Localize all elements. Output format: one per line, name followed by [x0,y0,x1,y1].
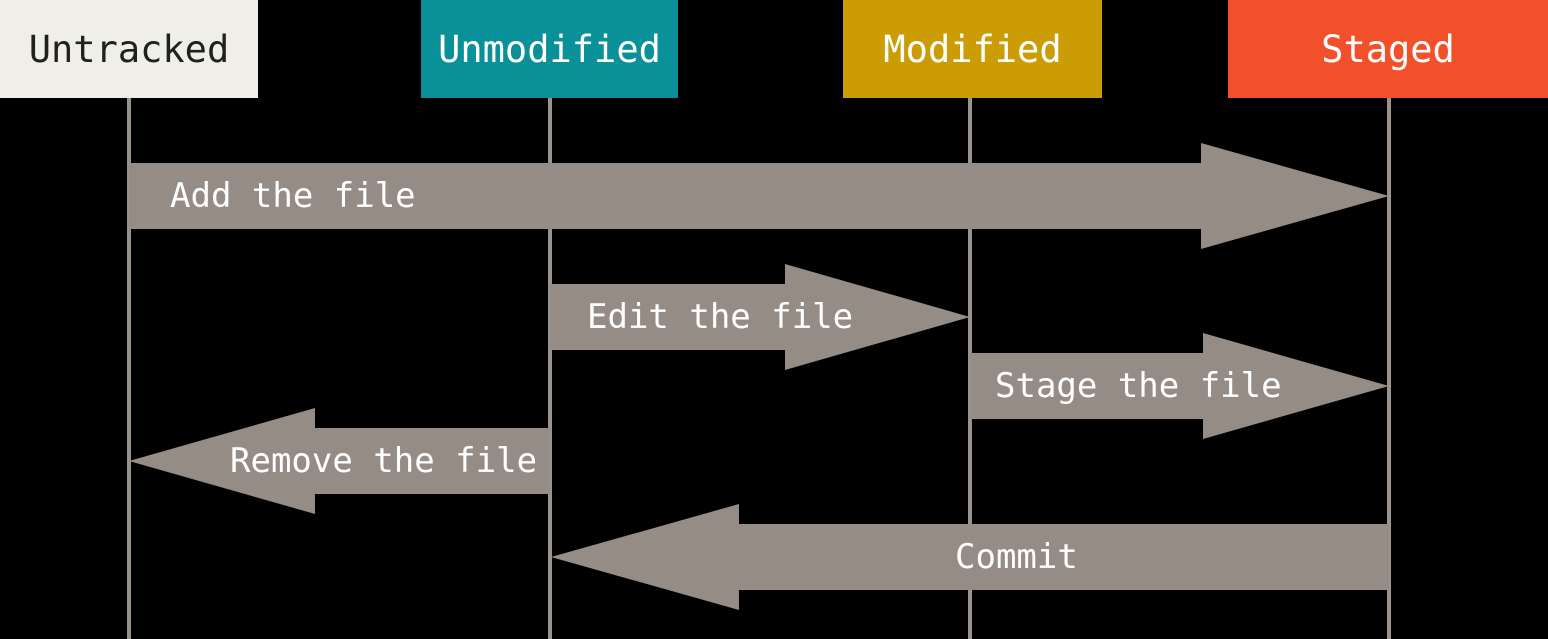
lifeline-staged [1387,98,1391,639]
arrow-add-the-file [129,143,1389,249]
transition-label-remove-the-file: Remove the file [230,441,538,481]
lifeline-untracked [127,98,131,639]
state-label-unmodified: Unmodified [438,27,661,71]
state-node-unmodified: Unmodified [421,0,678,98]
transition-label-edit-the-file: Edit the file [587,297,854,337]
lifeline-unmodified [548,98,552,639]
transition-label-stage-the-file: Stage the file [995,366,1282,406]
arrow-commit [551,504,1389,610]
state-label-staged: Staged [1321,27,1455,71]
state-node-modified: Modified [843,0,1102,98]
arrow-stage-the-file [970,333,1389,439]
state-label-modified: Modified [883,27,1062,71]
state-label-untracked: Untracked [28,27,230,71]
transition-label-commit: Commit [955,537,1078,577]
state-node-staged: Staged [1228,0,1548,98]
arrow-remove-the-file [129,408,550,514]
arrow-edit-the-file [550,264,970,370]
transition-label-add-the-file: Add the file [170,176,416,216]
state-node-untracked: Untracked [0,0,258,98]
